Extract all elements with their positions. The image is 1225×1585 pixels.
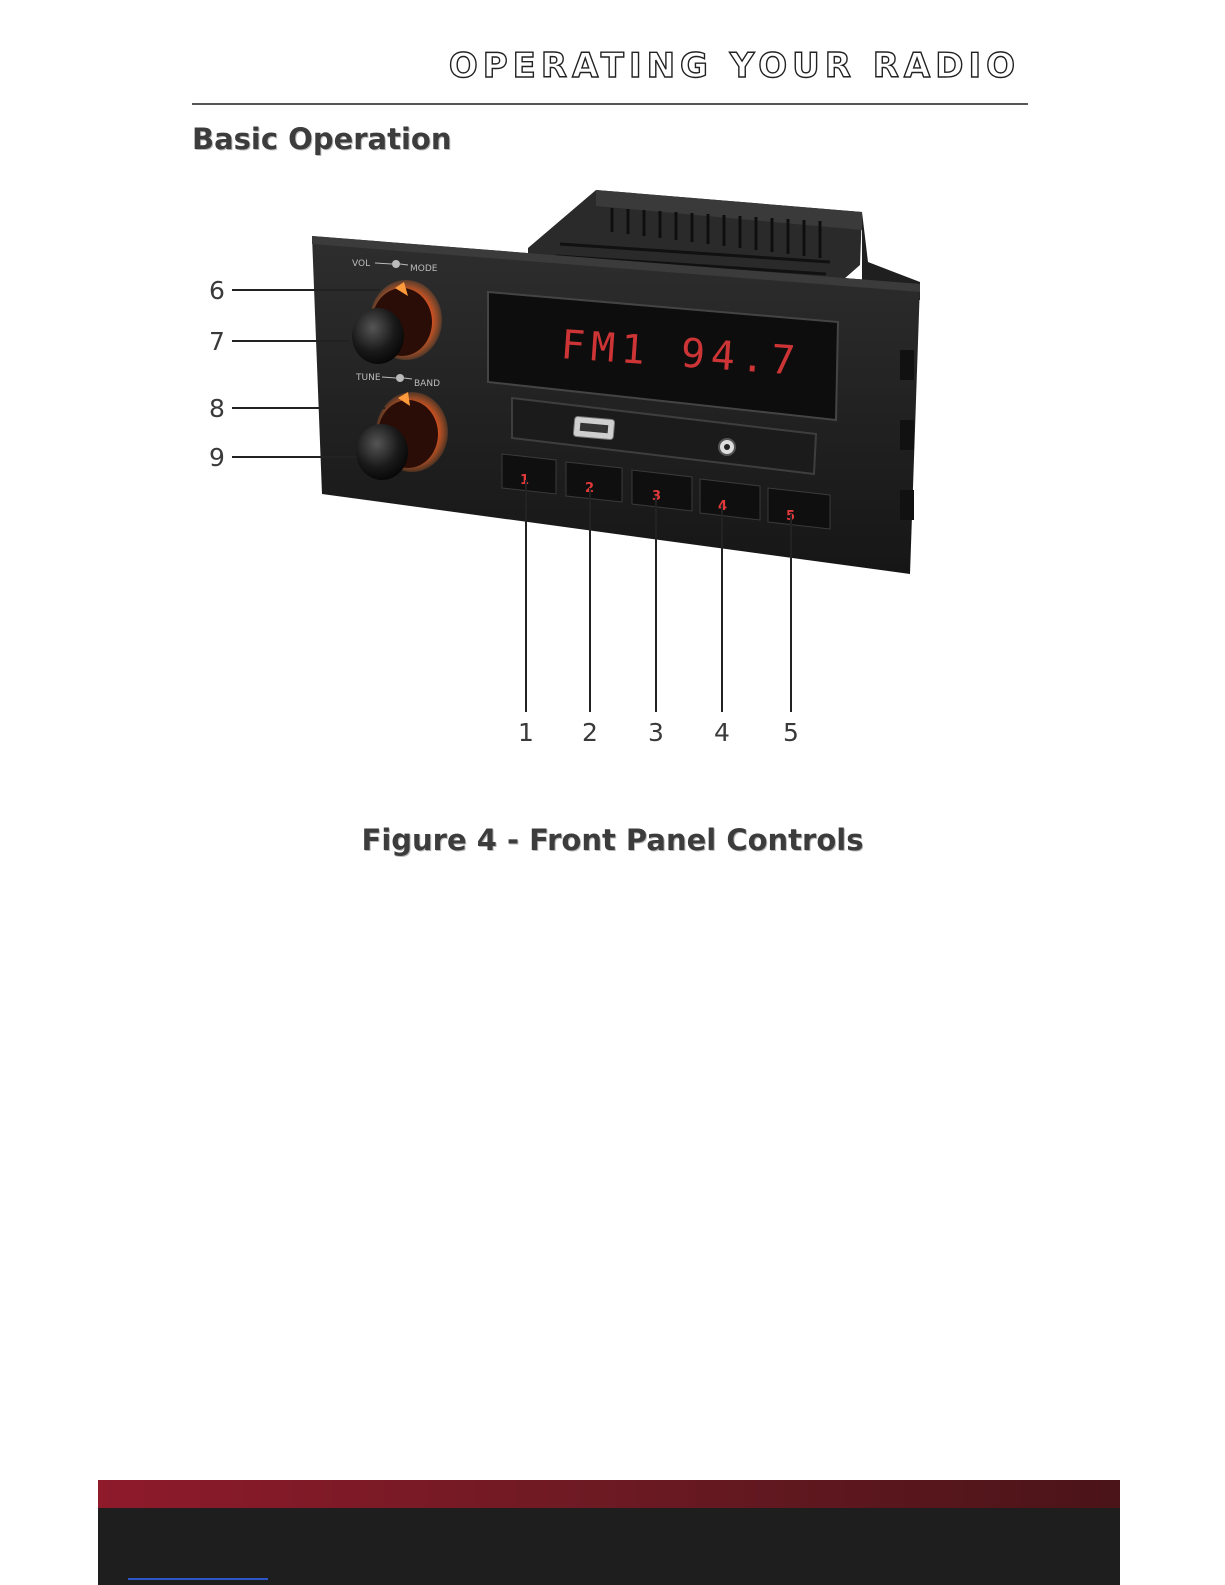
preset-button-3[interactable]: 3 [632, 470, 692, 511]
callout-6: 6 [209, 276, 225, 305]
callout-4: 4 [714, 718, 730, 747]
callout-9: 9 [209, 443, 225, 472]
figure-caption: Figure 4 - Front Panel Controls [0, 823, 1225, 857]
callout-2: 2 [582, 718, 598, 747]
preset-button-5[interactable]: 5 [768, 488, 830, 529]
callout-1: 1 [518, 718, 534, 747]
callout-3: 3 [648, 718, 664, 747]
footer-accent-band [98, 1480, 1120, 1508]
knob-label-mode: MODE [410, 264, 438, 274]
knob-label-band: BAND [414, 379, 440, 389]
preset-button-1[interactable]: 1 [502, 454, 556, 494]
callout-5: 5 [783, 718, 799, 747]
preset-button-2[interactable]: 2 [566, 462, 622, 502]
knob-label-vol: VOL [352, 259, 370, 269]
footer-block [98, 1508, 1120, 1585]
callout-7: 7 [209, 327, 225, 356]
callout-8: 8 [209, 394, 225, 423]
knob-label-tune: TUNE [355, 373, 381, 383]
footer-link-underline[interactable] [128, 1578, 268, 1580]
svg-text:1: 1 [520, 473, 529, 488]
front-panel-figure: FM1 94.7 VOL MODE TUNE BAND 1 2 [0, 0, 1225, 800]
preset-button-4[interactable]: 4 [700, 479, 760, 520]
